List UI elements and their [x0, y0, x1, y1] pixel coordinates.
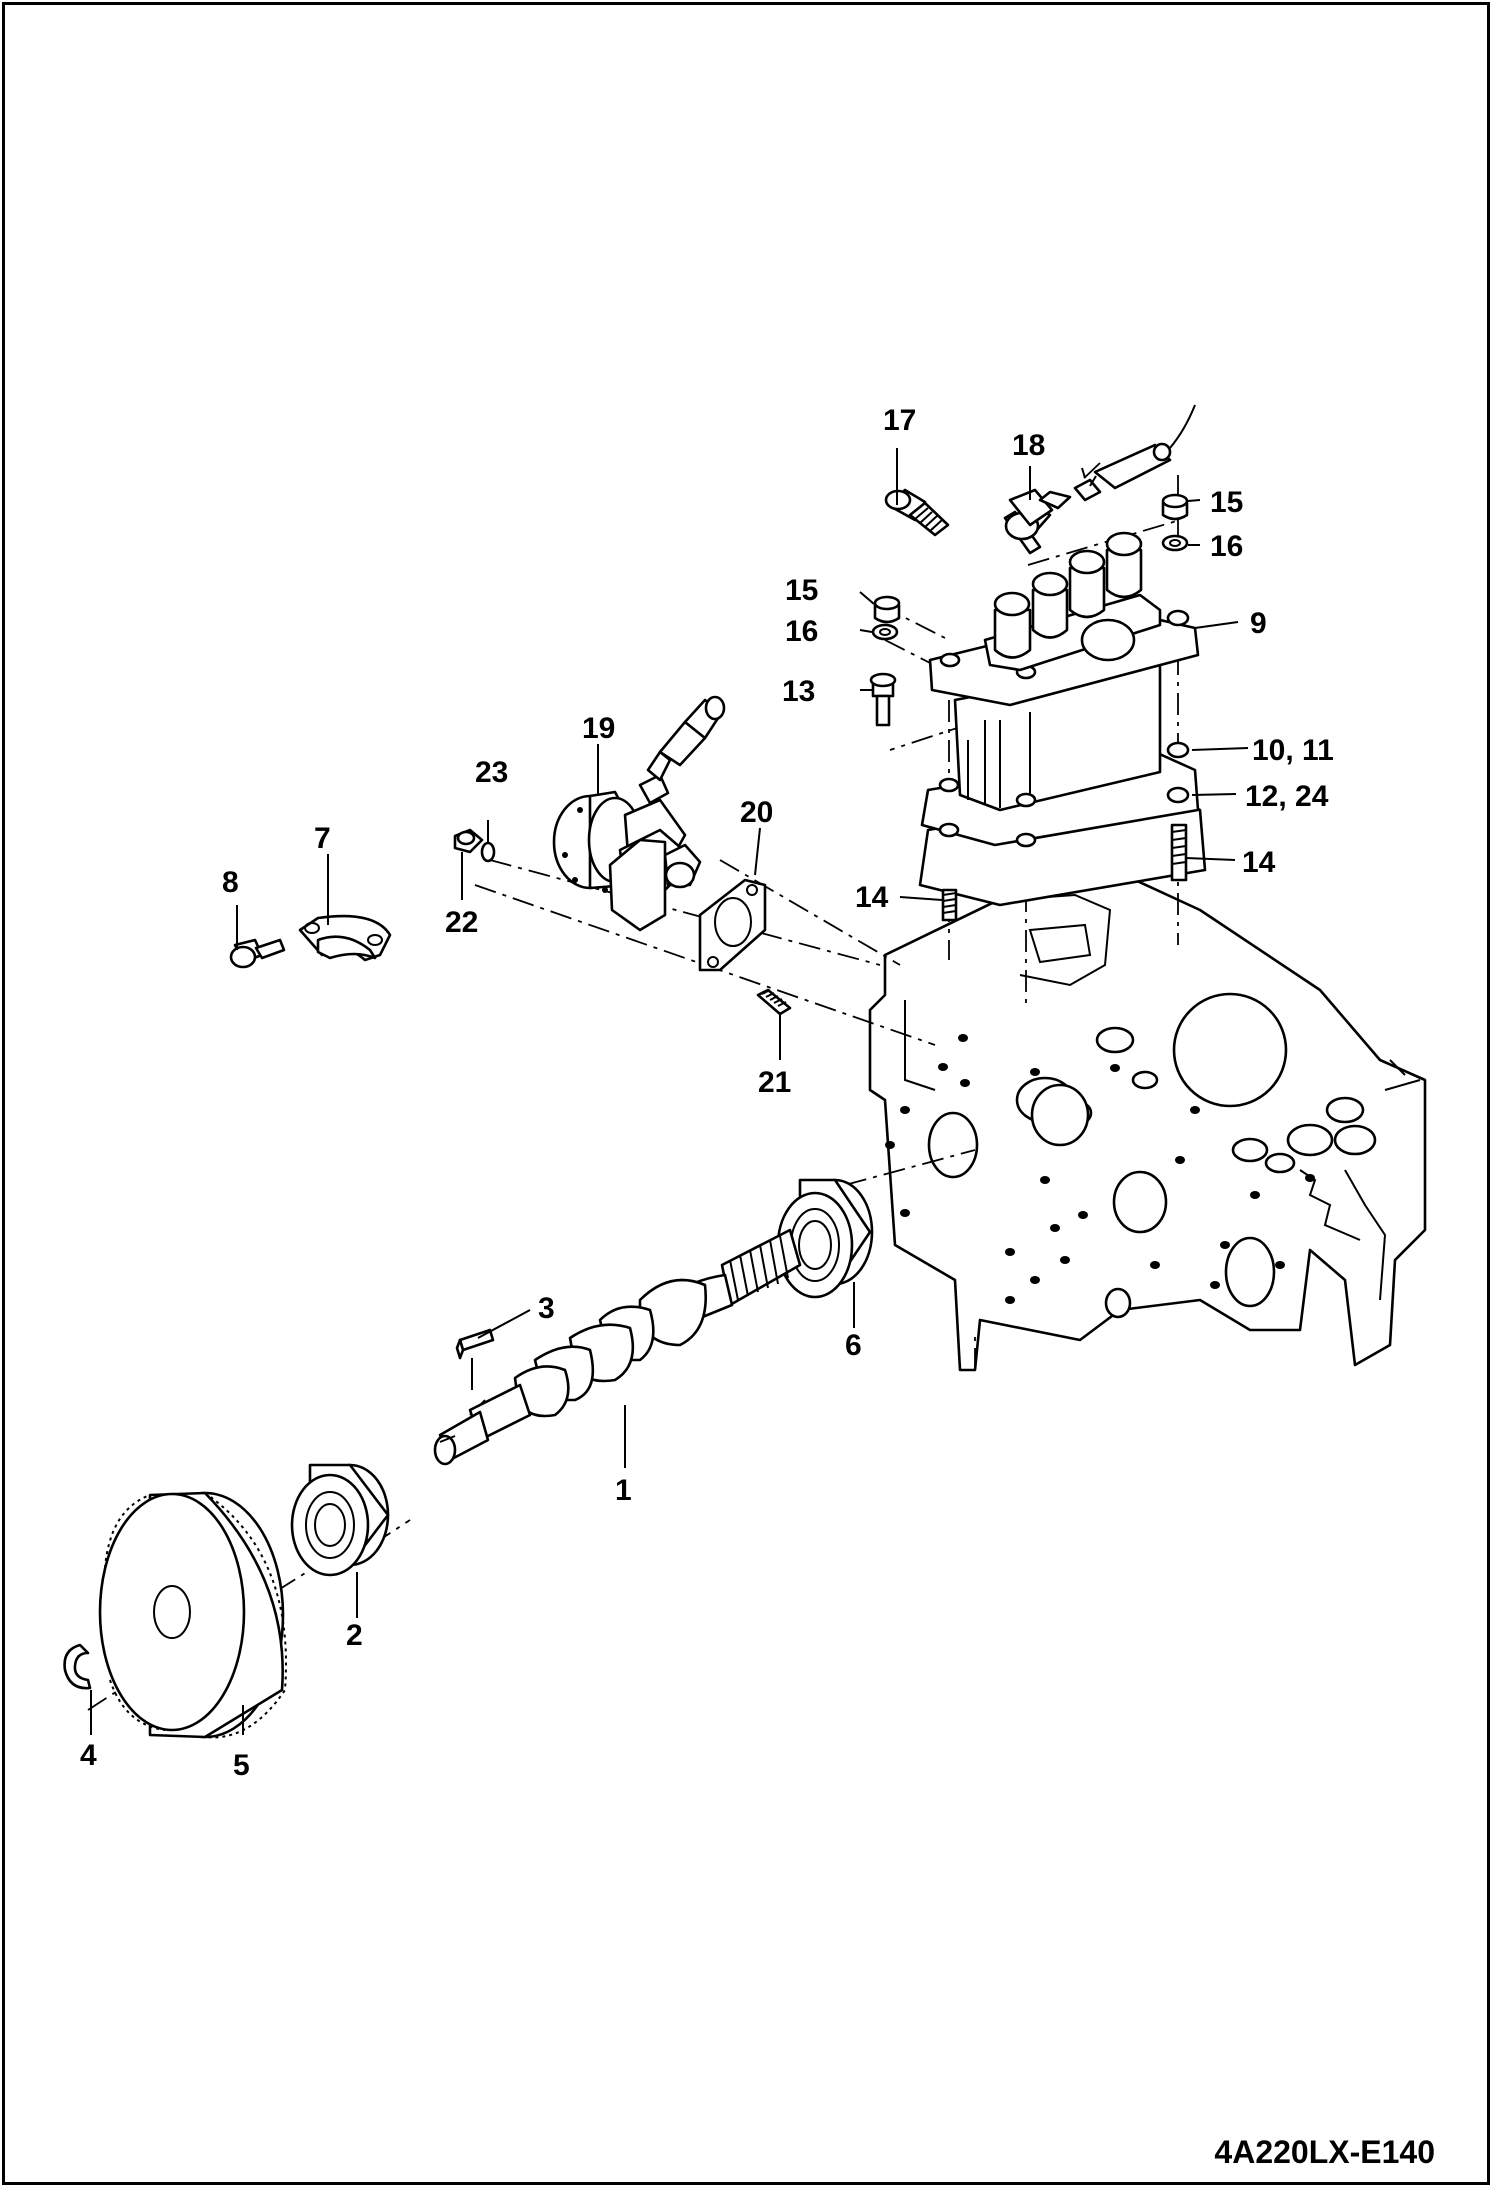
banjo-bolt-17 — [884, 488, 950, 537]
callout-23: 23 — [475, 756, 508, 789]
callout-9: 9 — [1250, 607, 1267, 640]
gear-5 — [98, 1491, 287, 1739]
callout-21: 21 — [758, 1066, 791, 1099]
callout-22: 22 — [445, 906, 478, 939]
callout-6: 6 — [845, 1329, 862, 1362]
key-3 — [455, 1328, 495, 1360]
callout-16-b: 16 — [1210, 530, 1243, 563]
callout-4: 4 — [80, 1739, 97, 1772]
delivery-valve-holders — [993, 531, 1143, 659]
callout-7: 7 — [314, 822, 331, 855]
callout-3: 3 — [538, 1292, 555, 1325]
callout-2: 2 — [346, 1619, 363, 1652]
bolt-13 — [869, 672, 897, 727]
callout-16-left-label: 16 — [785, 615, 818, 648]
callout-15-right: 15 — [1210, 486, 1243, 519]
injection-pump-assembly — [918, 531, 1207, 907]
callout-10-11: 10, 11 — [1252, 734, 1334, 767]
washer-16-left — [871, 623, 899, 641]
stud-21 — [756, 988, 792, 1016]
callout-8: 8 — [222, 866, 239, 899]
banjo-fitting-18 — [1003, 404, 1196, 555]
callout-12-24: 12, 24 — [1245, 780, 1329, 813]
bearing-2 — [290, 1463, 390, 1577]
engine-block — [868, 873, 1427, 1372]
stud-14-left — [941, 888, 958, 922]
callout-14-right: 14 — [1242, 846, 1276, 879]
stud-14-right — [1170, 823, 1188, 882]
washer-16-right — [1161, 534, 1189, 552]
callout-1: 1 — [615, 1474, 632, 1507]
feed-pump-19 — [552, 695, 726, 932]
bolt-8 — [229, 938, 286, 969]
callout-14-left: 14 — [855, 881, 889, 914]
callout-15-left: 15 — [785, 574, 818, 607]
callout-19: 19 — [582, 712, 615, 745]
callout-17: 17 — [883, 404, 916, 437]
callout-5: 5 — [233, 1749, 250, 1782]
callout-labels: 17 18 15 16 9 10, 11 12, 24 14 14 15 16 … — [80, 404, 1334, 1782]
callout-13: 13 — [782, 675, 815, 708]
leader-lines — [90, 448, 1249, 1735]
washer-23 — [480, 841, 496, 863]
callout-20: 20 — [740, 796, 773, 829]
cover-plate-7 — [298, 914, 392, 962]
callout-18: 18 — [1012, 429, 1045, 462]
snap-ring-4 — [63, 1643, 92, 1690]
nut-15-left — [873, 595, 901, 624]
bearing-6 — [776, 1178, 874, 1299]
drawing-reference-code: 4A220LX-E140 — [1214, 2134, 1435, 2170]
nut-15-right — [1161, 493, 1189, 521]
gasket-20 — [698, 878, 767, 972]
camshaft-1 — [433, 1228, 802, 1466]
block-bolt-holes — [885, 1034, 1315, 1304]
nut-22 — [453, 828, 484, 854]
